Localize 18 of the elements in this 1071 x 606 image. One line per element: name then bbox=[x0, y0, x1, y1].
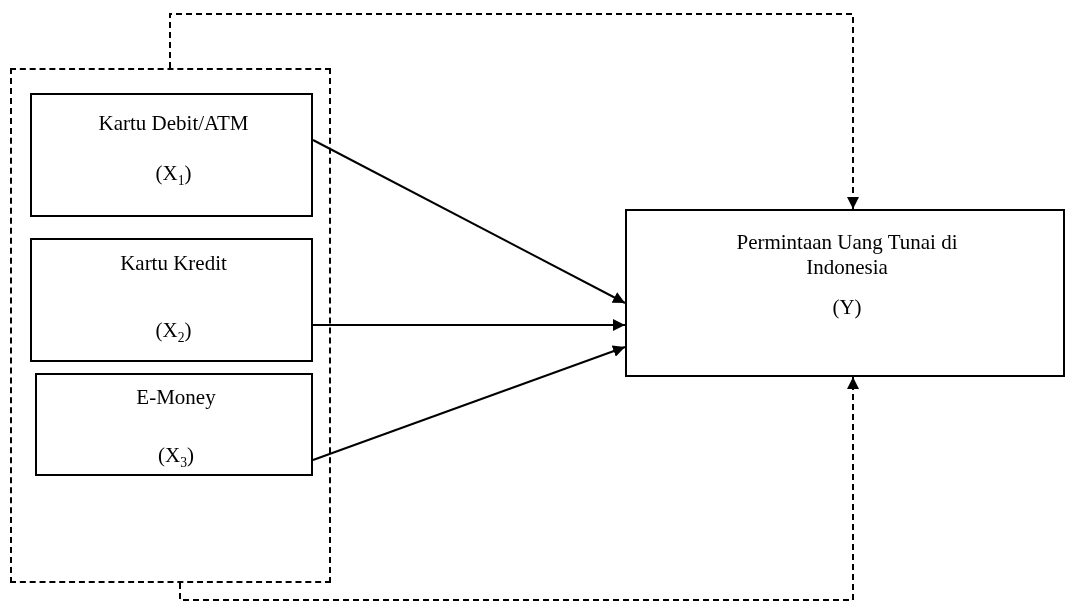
variable-name: Permintaan Uang Tunai di Indonesia bbox=[735, 230, 959, 280]
arrow bbox=[312, 319, 626, 331]
variable-box bbox=[30, 238, 313, 362]
variable-name: Kartu Kredit bbox=[119, 251, 228, 276]
variable-symbol: (X$_{2}$) bbox=[154, 318, 193, 347]
arrow bbox=[312, 345, 626, 461]
dashed-arrow bbox=[179, 376, 859, 601]
variable-box bbox=[625, 209, 1065, 377]
group-box bbox=[10, 68, 331, 583]
variable-box bbox=[30, 93, 313, 217]
variable-symbol: (Y) bbox=[831, 295, 863, 320]
variable-symbol: (X$_{1}$) bbox=[154, 161, 193, 190]
dashed-arrow bbox=[169, 13, 859, 210]
variable-name: E-Money bbox=[135, 385, 217, 410]
variable-box bbox=[35, 373, 313, 476]
arrow bbox=[312, 139, 626, 304]
variable-symbol: (X$_{3}$) bbox=[157, 443, 195, 472]
variable-name: Kartu Debit/ATM bbox=[97, 111, 250, 136]
